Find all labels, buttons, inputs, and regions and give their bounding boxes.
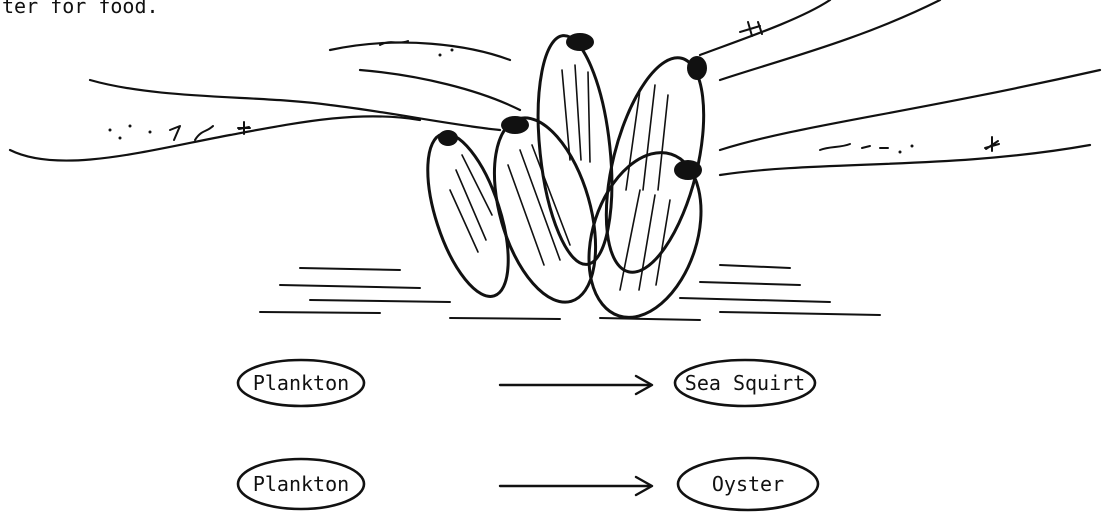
- node-ellipse: [676, 456, 820, 512]
- node-label-sea-squirt: Sea Squirt: [685, 371, 805, 395]
- caption-text: ter for food.: [2, 0, 159, 18]
- node-ellipse: [673, 358, 817, 408]
- arrow-right-icon: [634, 475, 654, 497]
- node-label-plankton: Plankton: [253, 371, 349, 395]
- node-label-plankton: Plankton: [253, 472, 349, 496]
- arrow-right-icon: [634, 374, 654, 396]
- node-label-oyster: Oyster: [712, 472, 784, 496]
- water-current-icon: [8, 0, 1102, 177]
- node-ellipse: [236, 358, 366, 408]
- node-ellipse: [236, 457, 366, 511]
- food-chain-row: Plankton Oyster: [236, 456, 820, 512]
- food-chain-row: Plankton Sea Squirt: [236, 358, 817, 408]
- filter-feeding-shellfish-icon: [259, 33, 881, 321]
